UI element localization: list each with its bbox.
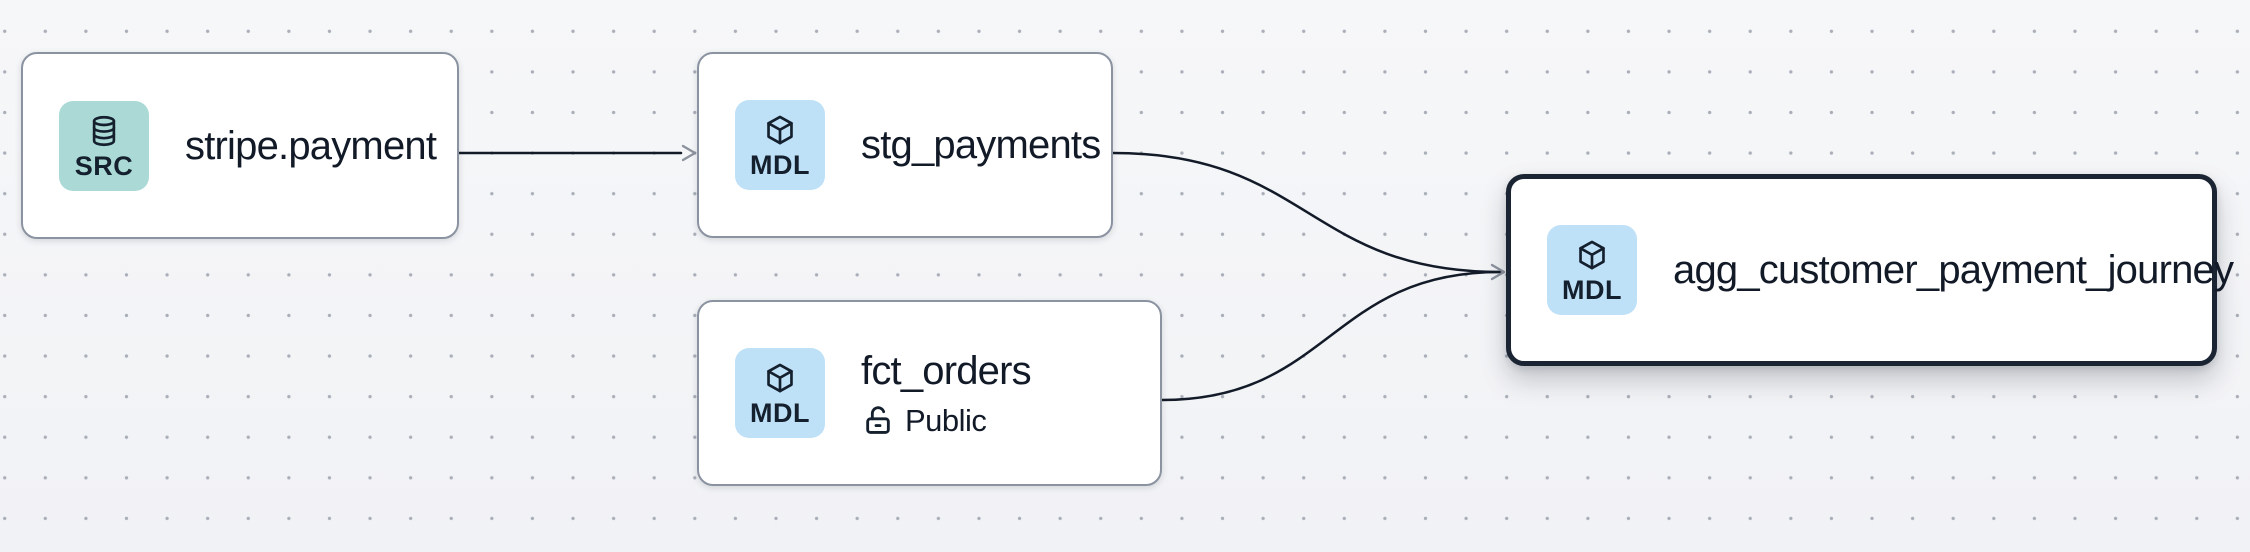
node-title: fct_orders: [861, 348, 1032, 393]
cube-icon: [767, 363, 793, 393]
cube-icon: [767, 115, 793, 145]
edge-stg-payments-to-agg-customer-payment-journey[interactable]: [1111, 151, 1502, 274]
node-title: stripe.payment: [185, 123, 437, 168]
badge-label: MDL: [750, 398, 810, 428]
model-badge: MDL: [1547, 225, 1637, 315]
lock-open-icon: [866, 405, 890, 434]
badge-label: MDL: [750, 150, 810, 180]
cube-icon: [1579, 240, 1605, 270]
arrowhead-icon: [681, 144, 697, 162]
arrowhead-icon: [1490, 263, 1506, 281]
model-badge: MDL: [735, 100, 825, 190]
node-title: stg_payments: [861, 123, 1101, 167]
access-label: Public: [905, 402, 987, 438]
source-badge: SRC: [59, 100, 149, 191]
node-stg-payments[interactable]: MDL stg_payments: [697, 52, 1113, 238]
badge-label: SRC: [74, 150, 134, 181]
model-badge: MDL: [735, 348, 825, 438]
node-stripe-payment[interactable]: SRC stripe.payment: [21, 52, 459, 239]
access-row: Public: [861, 402, 1031, 439]
node-agg-customer-payment-journey[interactable]: MDL agg_customer_payment_journey: [1506, 174, 2234, 366]
database-icon: [92, 115, 116, 146]
edge-fct-orders-to-agg-customer-payment-journey[interactable]: [1160, 270, 1502, 402]
badge-label: MDL: [1562, 275, 1622, 305]
node-title: agg_customer_payment_journey: [1673, 248, 2234, 292]
node-fct-orders[interactable]: MDL fct_orders Public: [697, 300, 1162, 486]
